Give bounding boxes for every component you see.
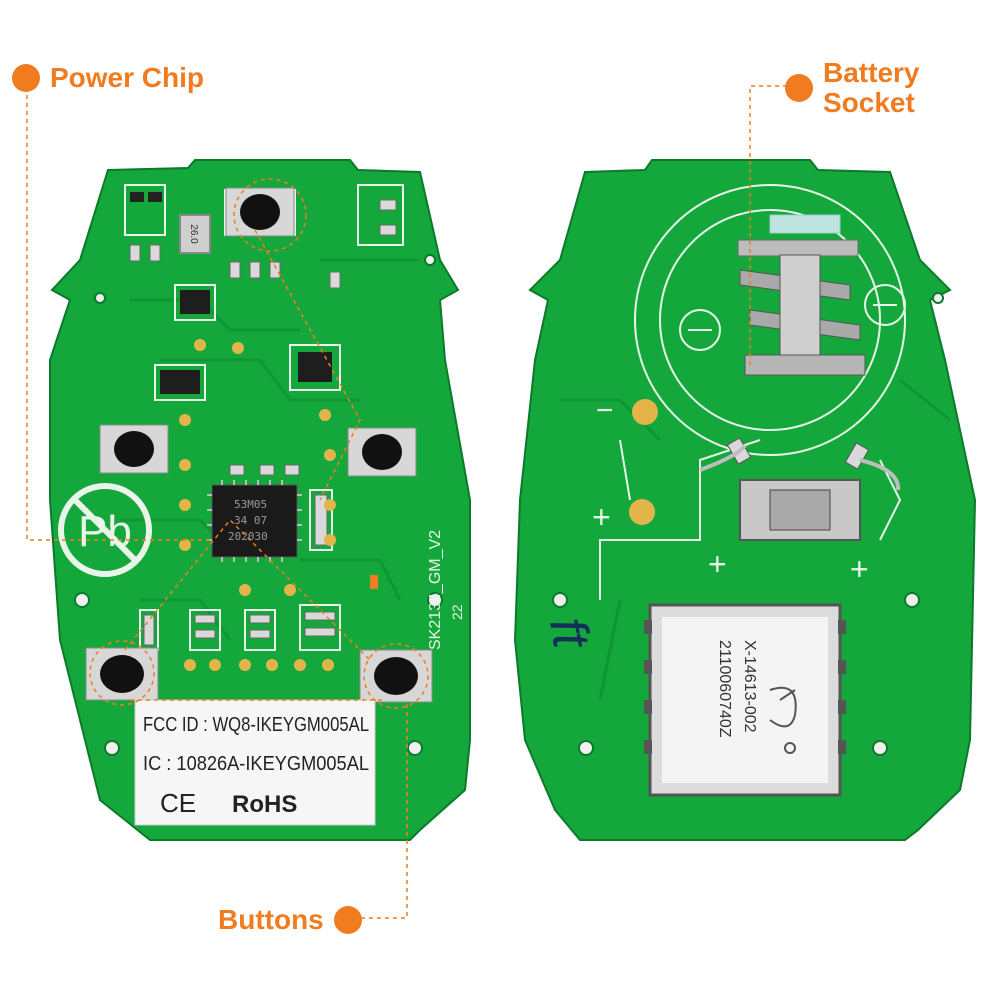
callout-battery-socket-label: Battery Socket [823, 58, 919, 118]
crystal-label: 26.0 [188, 224, 199, 244]
fcc-sticker: FCC ID : WQ8-IKEYGM005AL IC : 10826A-IKE… [134, 699, 376, 826]
polarity-minus: − [596, 394, 614, 427]
ce-mark: CE [160, 788, 196, 818]
callout-dot [12, 64, 40, 92]
back-traces [560, 378, 951, 701]
callout-dot [785, 74, 813, 102]
callout-power-chip: Power Chip [12, 63, 204, 93]
module-logo-icon [769, 686, 797, 754]
callout-leaders [26, 85, 787, 919]
module-part-number: X-14613-002 [741, 640, 758, 733]
callout-dot [333, 906, 362, 934]
chip-line-3: 202030 [228, 530, 268, 543]
front-pcb: 26.0 [49, 159, 471, 841]
rf-module: X-14613-002 2110060740Z [644, 603, 846, 797]
callout-battery-line-2: Socket [823, 87, 915, 118]
back-pcb: − + + + [513, 159, 977, 841]
battery-clip [737, 214, 866, 376]
callout-power-chip-label: Power Chip [50, 62, 205, 93]
pb-free-label: Pb [78, 507, 132, 556]
power-chip: 53M05 34 07 202030 [207, 480, 302, 562]
callout-battery-socket: Battery Socket [785, 58, 919, 118]
button-bottom-left [85, 647, 159, 701]
fcc-id-line: FCC ID : WQ8-IKEYGM005AL [143, 714, 369, 736]
callout-battery-line-1: Battery [823, 57, 920, 88]
back-mounting-holes [552, 292, 944, 756]
polarity-plus-2: + [708, 546, 727, 582]
button-bottom-right [359, 649, 433, 703]
button-top [225, 187, 295, 237]
front-smd-parts [129, 192, 397, 646]
pb-free-symbol: Pb [58, 483, 152, 577]
ic-line: IC : 10826A-IKEYGM005AL [143, 753, 369, 775]
crystal-oscillator: 26.0 [179, 214, 211, 254]
front-buttons [85, 187, 433, 703]
button-left [99, 424, 169, 474]
polarity-plus-3: + [850, 551, 869, 587]
back-silkscreen [599, 184, 906, 600]
callout-buttons: Buttons [218, 905, 362, 935]
board-id: SK2134_GM_V2 [427, 530, 444, 650]
module-serial: 2110060740Z [716, 640, 733, 738]
board-date: 22 [449, 604, 465, 620]
button-right [347, 427, 417, 477]
chip-line-2: 34 07 [234, 514, 267, 527]
callout-buttons-label: Buttons [218, 904, 324, 935]
polarity-plus-1: + [592, 499, 611, 535]
front-gold-pads [179, 339, 336, 671]
back-gold-pads [629, 399, 658, 525]
back-relay-component [699, 437, 901, 541]
front-mounting-holes [74, 254, 443, 756]
rohs-mark: RoHS [232, 791, 297, 818]
chip-line-1: 53M05 [234, 498, 267, 511]
